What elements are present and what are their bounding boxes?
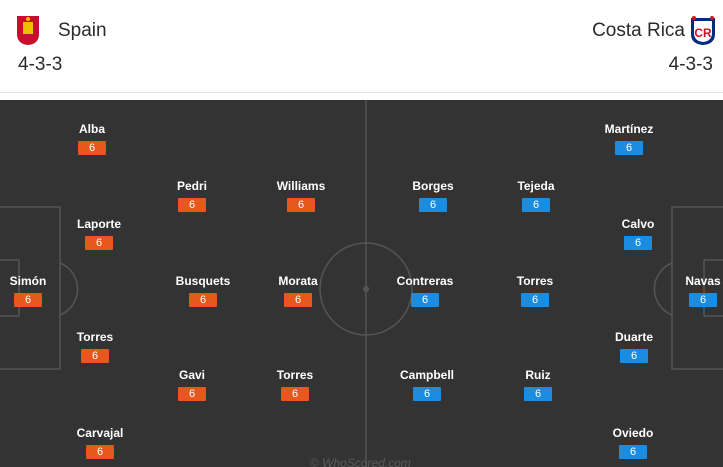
whoscored-watermark: © WhoScored.com (310, 456, 411, 467)
player-name: Contreras (396, 274, 454, 288)
player-rating: 6 (81, 349, 109, 363)
player-home-williams[interactable]: Williams 6 (261, 179, 341, 213)
player-rating: 6 (411, 293, 439, 307)
home-formation: 4-3-3 (18, 54, 63, 75)
player-rating: 6 (178, 387, 206, 401)
player-rating: 6 (521, 293, 549, 307)
away-team-name[interactable]: Costa Rica (592, 20, 685, 41)
player-rating: 6 (619, 445, 647, 459)
player-away-navas[interactable]: Navas 6 (663, 274, 723, 308)
away-formation: 4-3-3 (668, 54, 713, 75)
player-away-duarte[interactable]: Duarte 6 (594, 330, 674, 364)
player-name: Alba (78, 122, 105, 136)
player-rating: 6 (178, 198, 206, 212)
player-name: Calvo (621, 217, 655, 231)
player-name: Morata (278, 274, 318, 288)
player-away-ruiz[interactable]: Ruiz 6 (498, 368, 578, 402)
player-rating: 6 (624, 236, 652, 250)
player-name: Duarte (614, 330, 653, 344)
player-rating: 6 (85, 236, 113, 250)
player-rating: 6 (78, 141, 106, 155)
player-name: Tejeda (517, 179, 555, 193)
player-away-martinez[interactable]: Martínez 6 (589, 122, 669, 156)
player-rating: 6 (284, 293, 312, 307)
player-away-borges[interactable]: Borges 6 (393, 179, 473, 213)
player-name: Ruiz (525, 368, 551, 382)
player-rating: 6 (14, 293, 42, 307)
player-rating: 6 (419, 198, 447, 212)
player-away-campbell[interactable]: Campbell 6 (387, 368, 467, 402)
costa-rica-crest-icon: CR (691, 16, 715, 45)
pitch: Simón 6 Alba 6 Laporte 6 Torres 6 Carvaj… (0, 100, 723, 467)
player-rating: 6 (413, 387, 441, 401)
player-rating: 6 (86, 445, 114, 459)
player-rating: 6 (522, 198, 550, 212)
player-rating: 6 (189, 293, 217, 307)
pitch-markings (0, 100, 723, 467)
player-name: Oviedo (612, 426, 654, 440)
player-away-oviedo[interactable]: Oviedo 6 (593, 426, 673, 460)
player-home-alba[interactable]: Alba 6 (52, 122, 132, 156)
spain-crest-icon (17, 16, 39, 45)
player-home-pedri[interactable]: Pedri 6 (152, 179, 232, 213)
player-name: Williams (276, 179, 326, 193)
player-name: Carvajal (76, 426, 124, 440)
player-name: Laporte (76, 217, 121, 231)
player-home-torres-def[interactable]: Torres 6 (55, 330, 135, 364)
player-home-carvajal[interactable]: Carvajal 6 (60, 426, 140, 460)
player-home-busquets[interactable]: Busquets 6 (163, 274, 243, 308)
player-home-torres-fwd[interactable]: Torres 6 (255, 368, 335, 402)
player-away-contreras[interactable]: Contreras 6 (385, 274, 465, 308)
player-name: Gavi (178, 368, 205, 382)
player-name: Pedri (176, 179, 207, 193)
player-name: Martínez (604, 122, 654, 136)
player-away-tejeda[interactable]: Tejeda 6 (496, 179, 576, 213)
player-rating: 6 (689, 293, 717, 307)
player-rating: 6 (615, 141, 643, 155)
player-name: Torres (276, 368, 314, 382)
player-home-simon[interactable]: Simón 6 (0, 274, 68, 308)
player-name: Navas (685, 274, 721, 288)
player-away-calvo[interactable]: Calvo 6 (598, 217, 678, 251)
player-home-morata[interactable]: Morata 6 (258, 274, 338, 308)
player-name: Torres (76, 330, 114, 344)
player-home-gavi[interactable]: Gavi 6 (152, 368, 232, 402)
player-name: Borges (412, 179, 454, 193)
player-home-laporte[interactable]: Laporte 6 (59, 217, 139, 251)
player-rating: 6 (287, 198, 315, 212)
match-header: Spain 4-3-3 Costa Rica CR 4-3-3 (0, 0, 723, 93)
player-rating: 6 (620, 349, 648, 363)
player-name: Busquets (175, 274, 231, 288)
svg-text:CR: CR (694, 26, 712, 40)
home-team-name[interactable]: Spain (58, 20, 107, 41)
player-name: Simón (9, 274, 47, 288)
player-rating: 6 (281, 387, 309, 401)
player-rating: 6 (524, 387, 552, 401)
player-name: Campbell (399, 368, 454, 382)
player-away-torres[interactable]: Torres 6 (495, 274, 575, 308)
player-name: Torres (516, 274, 554, 288)
